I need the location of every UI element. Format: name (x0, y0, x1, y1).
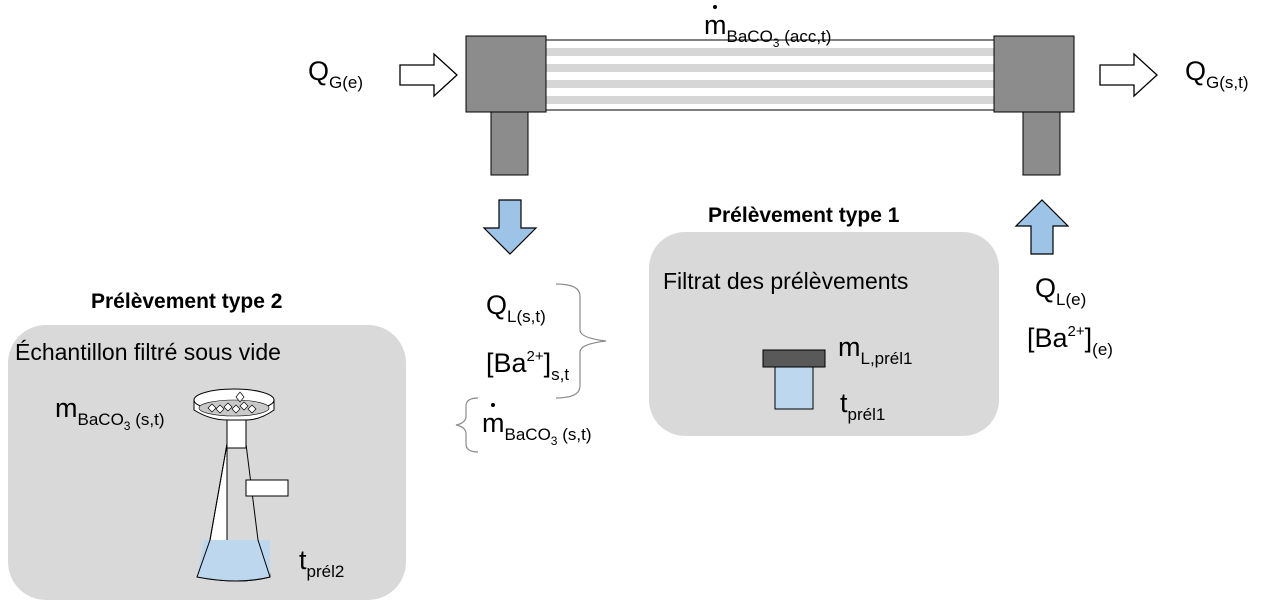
liquid-outlet-flow-label: QL(s,t) (486, 290, 546, 326)
vial-body (774, 366, 814, 410)
liquid-inlet-concentration-label: [Ba2+](e) (1027, 323, 1113, 359)
reactor-accumulation-label: mBaCO3 (acc,t) (704, 10, 832, 50)
panel-type-1 (649, 232, 999, 436)
solid-outlet-flow-label: mBaCO3 (s,t) (482, 408, 592, 448)
right-inlet-pipe (1022, 111, 1061, 176)
gas-inlet-arrow (399, 52, 458, 98)
tube-stripe (546, 80, 994, 88)
brace-right (555, 283, 607, 399)
flask-liquid (197, 540, 270, 581)
panel-type-2 (8, 325, 406, 600)
liquid-outlet-arrow (482, 199, 538, 255)
sample-type-1-mass-label: mL,prél1 (838, 332, 913, 368)
vial-lid (762, 349, 826, 368)
tube-stripe (546, 48, 994, 56)
sample-type-2-title: Prélèvement type 2 (91, 290, 283, 313)
left-header-block (465, 35, 547, 113)
tubular-reactor (465, 35, 1075, 176)
brace-left (455, 397, 479, 453)
gas-outlet-label: QG(s,t) (1185, 56, 1249, 92)
gas-outlet-arrow (1099, 52, 1158, 98)
left-outlet-pipe (490, 111, 529, 176)
vacuum-flask (193, 388, 289, 582)
sample-type-2-time-label: tprél2 (299, 545, 345, 581)
funnel-stem (226, 417, 247, 449)
tube-stripe (546, 64, 994, 72)
right-header-block (993, 35, 1075, 113)
sample-type-1-time-label: tprél1 (840, 388, 886, 424)
liquid-inlet-arrow (1014, 199, 1070, 255)
liquid-outlet-concentration-label: [Ba2+]s,t (486, 348, 570, 384)
liquid-inlet-flow-label: QL(e) (1035, 273, 1087, 309)
sample-type-1-title: Prélèvement type 1 (708, 204, 900, 227)
tube-stripe (546, 96, 994, 104)
sample-type-2-description: Échantillon filtré sous vide (15, 339, 281, 365)
crystal-particles (207, 391, 257, 414)
sample-type-2-mass-label: mBaCO3 (s,t) (55, 393, 165, 433)
sample-type-1-description: Filtrat des prélèvements (663, 268, 909, 294)
gas-inlet-label: QG(e) (308, 56, 364, 92)
flask-side-arm (245, 479, 289, 497)
sample-vial (762, 349, 826, 410)
